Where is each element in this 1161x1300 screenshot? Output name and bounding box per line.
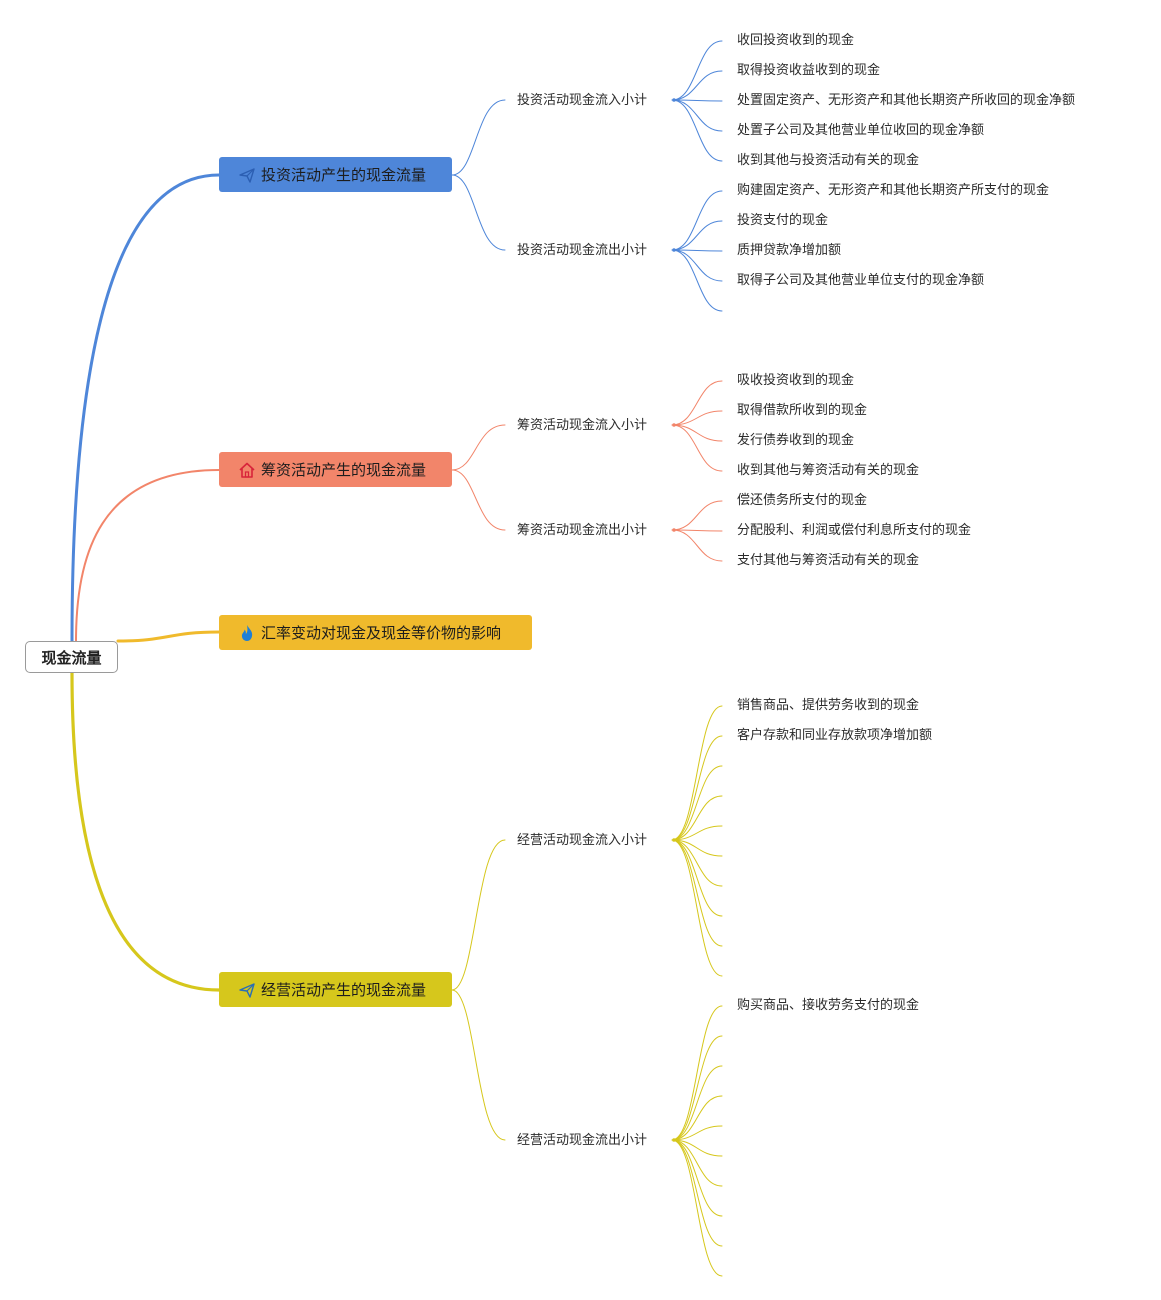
leaf-connector bbox=[671, 40, 723, 101]
leaf-item[interactable]: 分配股利、利润或偿付利息所支付的现金 bbox=[737, 523, 972, 538]
leaf-connector bbox=[671, 424, 723, 472]
leaf-connector bbox=[671, 1139, 723, 1217]
branch-connector bbox=[70, 671, 221, 992]
leaf-item[interactable]: 取得子公司及其他营业单位支付的现金净额 bbox=[737, 273, 985, 288]
branch-connector bbox=[116, 630, 221, 643]
leaf-item[interactable]: 吸收投资收到的现金 bbox=[737, 373, 855, 388]
subtopic-connector bbox=[451, 989, 506, 1141]
leaf-connector bbox=[671, 839, 723, 857]
junction-dot bbox=[672, 248, 676, 252]
leaf-item[interactable]: 收回投资收到的现金 bbox=[737, 33, 855, 48]
leaf-connector bbox=[671, 99, 723, 162]
subtopic-connector bbox=[451, 99, 506, 176]
branch-investing-cash-flow[interactable]: 投资活动产生的现金流量 bbox=[219, 157, 452, 192]
branch-label: 投资活动产生的现金流量 bbox=[261, 166, 427, 184]
branch-label: 筹资活动产生的现金流量 bbox=[261, 461, 427, 479]
subtopic-connector bbox=[451, 424, 506, 471]
leaf-item[interactable]: 购买商品、接收劳务支付的现金 bbox=[737, 998, 920, 1013]
subtopic-financing-outflow[interactable]: 筹资活动现金流出小计 bbox=[517, 523, 648, 538]
branch-operating-cash-flow[interactable]: 经营活动产生的现金流量 bbox=[219, 972, 452, 1007]
leaf-connector bbox=[671, 839, 723, 977]
leaf-connector bbox=[671, 500, 723, 531]
leaf-connector bbox=[671, 220, 723, 251]
leaf-item[interactable]: 偿还债务所支付的现金 bbox=[737, 493, 868, 508]
leaf-connector bbox=[671, 839, 723, 887]
leaf-connector bbox=[671, 99, 723, 102]
leaf-connector bbox=[671, 1125, 723, 1141]
leaf-connector bbox=[671, 735, 723, 841]
leaf-connector bbox=[671, 1095, 723, 1141]
subtopic-connector bbox=[451, 839, 506, 991]
leaf-item[interactable]: 收到其他与投资活动有关的现金 bbox=[737, 153, 920, 168]
leaf-connector bbox=[671, 529, 723, 562]
leaf-connector bbox=[671, 1139, 723, 1187]
branch-label: 汇率变动对现金及现金等价物的影响 bbox=[261, 624, 502, 642]
subtopic-investing-inflow[interactable]: 投资活动现金流入小计 bbox=[517, 93, 648, 108]
subtopic-financing-inflow[interactable]: 筹资活动现金流入小计 bbox=[517, 418, 648, 433]
leaf-connector bbox=[671, 249, 723, 312]
branch-label: 经营活动产生的现金流量 bbox=[261, 981, 427, 999]
leaf-connector bbox=[671, 825, 723, 841]
root-topic[interactable]: 现金流量 bbox=[25, 641, 118, 673]
leaf-connector bbox=[671, 839, 723, 917]
subtopic-operating-inflow[interactable]: 经营活动现金流入小计 bbox=[517, 833, 648, 848]
leaf-connector bbox=[671, 1035, 723, 1141]
leaf-connector bbox=[671, 1005, 723, 1141]
paper-plane-icon bbox=[237, 165, 257, 185]
leaf-connector bbox=[671, 1139, 723, 1277]
leaf-item[interactable]: 取得投资收益收到的现金 bbox=[737, 63, 881, 78]
paper-plane-icon bbox=[237, 980, 257, 1000]
leaf-connector bbox=[671, 1065, 723, 1141]
subtopic-investing-outflow[interactable]: 投资活动现金流出小计 bbox=[517, 243, 648, 258]
leaf-item[interactable]: 购建固定资产、无形资产和其他长期资产所支付的现金 bbox=[737, 183, 1050, 198]
house-icon bbox=[237, 460, 257, 480]
leaf-item[interactable]: 支付其他与筹资活动有关的现金 bbox=[737, 553, 920, 568]
leaf-item[interactable]: 质押贷款净增加额 bbox=[737, 243, 842, 258]
leaf-connector bbox=[671, 424, 723, 442]
leaf-connector bbox=[671, 249, 723, 282]
leaf-connector bbox=[671, 705, 723, 841]
subtopic-operating-outflow[interactable]: 经营活动现金流出小计 bbox=[517, 1133, 648, 1148]
leaf-connector bbox=[671, 380, 723, 426]
leaf-item[interactable]: 发行债券收到的现金 bbox=[737, 433, 855, 448]
leaf-connector bbox=[671, 1139, 723, 1157]
leaf-connector bbox=[671, 190, 723, 251]
leaf-item[interactable]: 处置子公司及其他营业单位收回的现金净额 bbox=[737, 123, 985, 138]
junction-dot bbox=[672, 423, 676, 427]
leaf-connector bbox=[671, 249, 723, 252]
leaf-connector bbox=[671, 529, 723, 532]
branch-exchange-rate-effect[interactable]: 汇率变动对现金及现金等价物的影响 bbox=[219, 615, 532, 650]
leaf-connector bbox=[671, 410, 723, 426]
junction-dot bbox=[672, 1138, 676, 1142]
leaf-item[interactable]: 销售商品、提供劳务收到的现金 bbox=[737, 698, 920, 713]
leaf-item[interactable]: 处置固定资产、无形资产和其他长期资产所收回的现金净额 bbox=[737, 93, 1076, 108]
junction-dot bbox=[672, 838, 676, 842]
branch-connector bbox=[70, 173, 221, 643]
subtopic-connector bbox=[451, 174, 506, 251]
junction-dot bbox=[672, 98, 676, 102]
flame-icon bbox=[237, 623, 257, 643]
leaf-item[interactable]: 取得借款所收到的现金 bbox=[737, 403, 868, 418]
branch-connector bbox=[75, 469, 220, 642]
leaf-connector bbox=[671, 99, 723, 132]
junction-dot bbox=[672, 528, 676, 532]
subtopic-connector bbox=[451, 469, 506, 531]
leaf-connector bbox=[671, 795, 723, 841]
leaf-item[interactable]: 投资支付的现金 bbox=[737, 213, 829, 228]
branch-financing-cash-flow[interactable]: 筹资活动产生的现金流量 bbox=[219, 452, 452, 487]
leaf-item[interactable]: 客户存款和同业存放款项净增加额 bbox=[737, 728, 933, 743]
leaf-connector bbox=[671, 70, 723, 101]
leaf-connector bbox=[671, 765, 723, 841]
leaf-item[interactable]: 收到其他与筹资活动有关的现金 bbox=[737, 463, 920, 478]
